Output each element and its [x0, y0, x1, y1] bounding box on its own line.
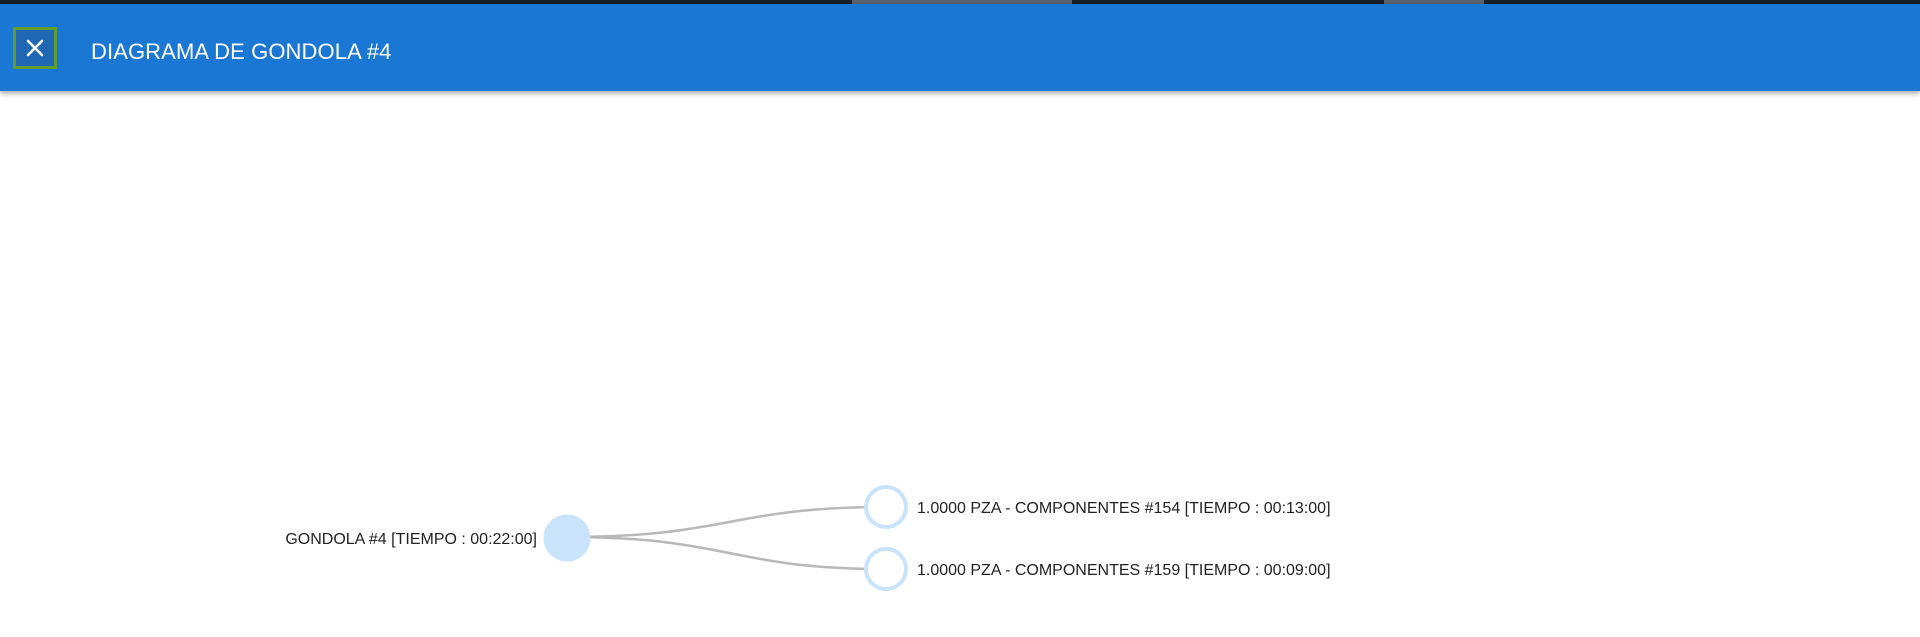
- background-image-fragment: [1384, 0, 1484, 4]
- node-circle[interactable]: [864, 485, 908, 529]
- node-label: 1.0000 PZA - COMPONENTES #154 [TIEMPO : …: [917, 500, 1331, 517]
- node-label: 1.0000 PZA - COMPONENTES #159 [TIEMPO : …: [917, 562, 1331, 579]
- tree-node-child[interactable]: 1.0000 PZA - COMPONENTES #159 [TIEMPO : …: [864, 547, 1331, 591]
- tree-node-child[interactable]: 1.0000 PZA - COMPONENTES #154 [TIEMPO : …: [864, 485, 1331, 529]
- tree-node-root[interactable]: GONDOLA #4 [TIEMPO : 00:22:00]: [285, 514, 591, 562]
- background-strip: [0, 0, 1920, 4]
- node-label: GONDOLA #4 [TIEMPO : 00:22:00]: [285, 531, 537, 548]
- tree-links: [566, 505, 887, 571]
- dialog-toolbar: DIAGRAMA DE GONDOLA #4: [0, 4, 1920, 91]
- tree-link: [566, 535, 887, 571]
- tree-link: [566, 505, 887, 539]
- background-image-fragment: [852, 0, 1072, 4]
- close-icon: [26, 39, 44, 57]
- node-circle[interactable]: [543, 514, 591, 562]
- node-circle[interactable]: [864, 547, 908, 591]
- page-title: DIAGRAMA DE GONDOLA #4: [91, 39, 392, 64]
- close-button[interactable]: [13, 27, 57, 69]
